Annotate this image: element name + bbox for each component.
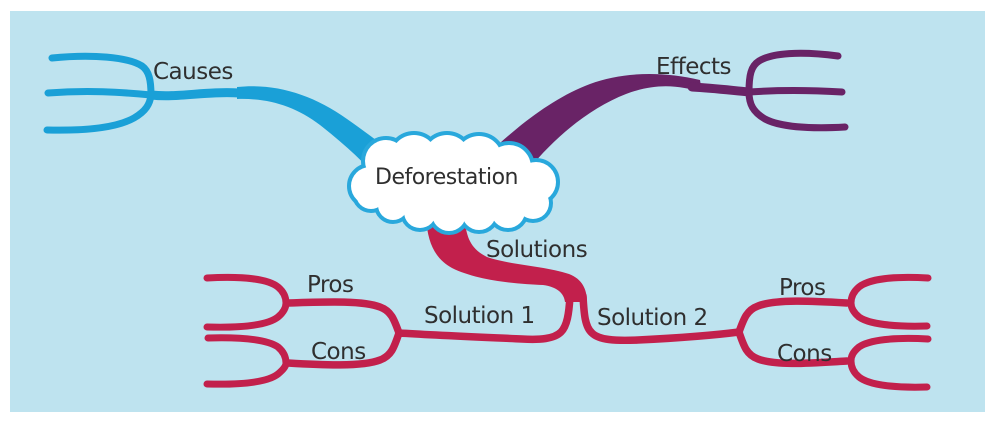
solution2-cons-line [735, 328, 851, 368]
solution2-pros-line [735, 297, 851, 336]
central-cloud-fill [351, 135, 556, 231]
solution1-cons-prong-2 [203, 359, 290, 388]
solution2-line [579, 292, 743, 345]
effects-subbranch-3 [745, 88, 849, 132]
effects-label: Effects [656, 54, 732, 80]
solution2-cons-prong-1 [847, 334, 932, 365]
solution2-pros-prong-2 [847, 299, 931, 330]
causes-label: Causes [153, 59, 233, 85]
causes-subbranch-3 [43, 91, 155, 134]
central-topic-label: Deforestation [375, 165, 519, 190]
effects-branch-line [687, 82, 754, 97]
solution1-cons-label: Cons [311, 339, 366, 365]
solution1-pros-line [283, 298, 403, 337]
solutions-label: Solutions [486, 237, 588, 263]
solution2-pros-prong-1 [847, 273, 932, 307]
solution2-label: Solution 2 [597, 305, 708, 331]
effects-subbranch-1 [745, 49, 842, 96]
solution1-line [395, 292, 574, 344]
effects-subbranch-2 [745, 87, 846, 96]
solution1-cons-line [284, 329, 403, 369]
solution1-pros-prong-1 [203, 273, 290, 307]
solution2-cons-prong-2 [847, 357, 931, 391]
causes-branch-line [146, 88, 245, 101]
solution1-pros-label: Pros [307, 272, 354, 298]
solutions-trunk [426, 219, 587, 302]
causes-subbranch-2 [44, 88, 155, 99]
solution1-label: Solution 1 [424, 303, 535, 329]
causes-subbranch-1 [48, 52, 155, 99]
solution2-cons-label: Cons [777, 341, 832, 367]
solutions-branch [203, 219, 932, 391]
solution1-cons-prong-1 [204, 334, 290, 367]
solution1-pros-prong-2 [203, 299, 290, 331]
solution2-pros-label: Pros [779, 275, 826, 301]
